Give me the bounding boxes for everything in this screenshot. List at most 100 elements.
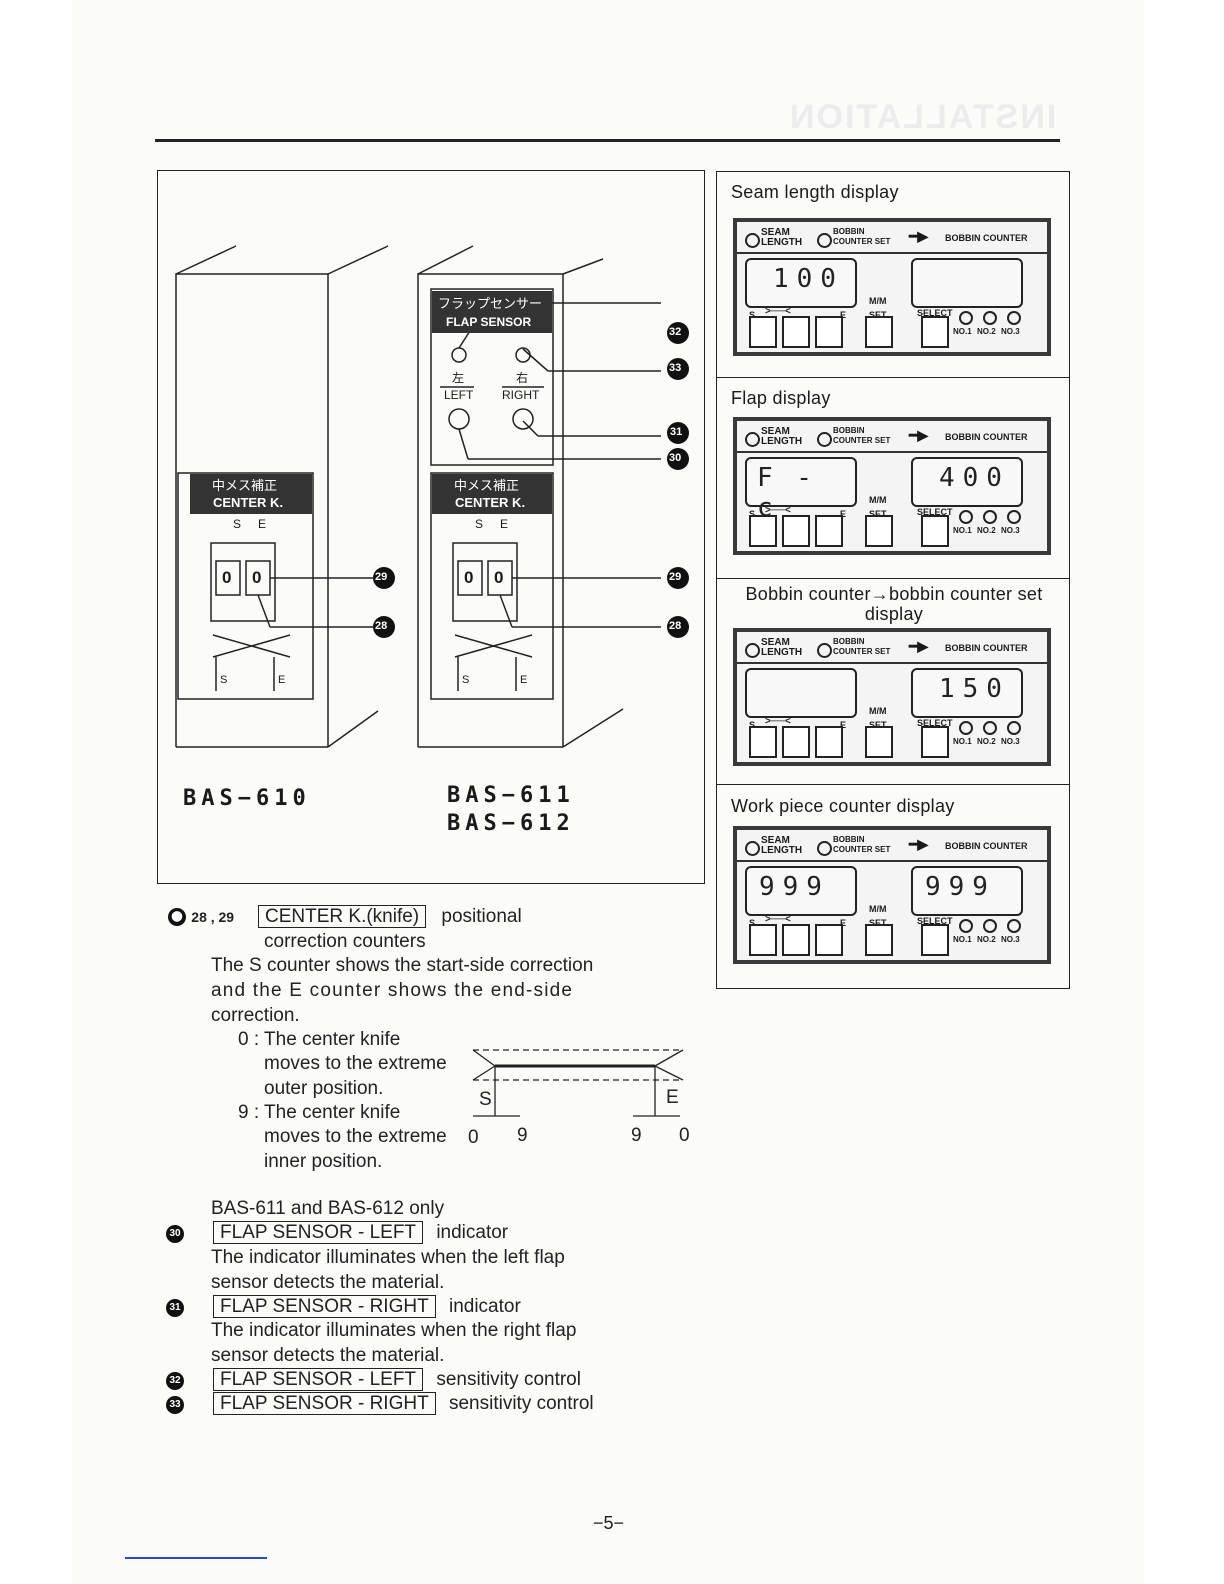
no2-led-icon xyxy=(983,919,997,933)
s-label: S xyxy=(749,310,756,320)
right-jp-label: 右 xyxy=(516,371,529,385)
arrow-right-icon: ━▶ xyxy=(909,638,929,654)
s-counter-value-610[interactable]: 0 xyxy=(222,568,232,587)
counter-set-label: COUNTER SET xyxy=(833,436,891,445)
callout-28-right: 28 xyxy=(669,620,682,632)
s-counter-value-611[interactable]: 0 xyxy=(464,568,474,587)
digit-button-3[interactable] xyxy=(815,316,843,348)
set-button[interactable] xyxy=(865,515,893,547)
set-label: SET xyxy=(869,918,887,928)
right-lcd: 150 xyxy=(911,668,1023,718)
length-label: LENGTH xyxy=(761,237,803,248)
set-button[interactable] xyxy=(865,726,893,758)
bobbin-led-icon xyxy=(817,643,832,658)
left-lcd xyxy=(745,668,857,718)
set-button[interactable] xyxy=(865,316,893,348)
no2-label: NO.2 xyxy=(977,526,996,535)
center-k-jp-label-611: 中メス補正 xyxy=(454,478,520,493)
s-e-range-icon: >──< xyxy=(765,716,791,727)
digit-button-3[interactable] xyxy=(815,924,843,956)
center-k-en-label-611: CENTER K. xyxy=(455,495,526,510)
item-32: 32 xyxy=(166,1369,184,1394)
indicator-text: indicator xyxy=(436,1222,509,1243)
callout-32: 32 xyxy=(669,326,682,338)
select-label: SELECT xyxy=(917,507,953,517)
mm-label: M/M xyxy=(869,904,887,914)
operation-panel: SEAM LENGTH BOBBIN COUNTER SET ━▶ BOBBIN… xyxy=(733,218,1051,356)
left-lcd: F - c xyxy=(745,457,857,523)
digit-button-2[interactable] xyxy=(782,726,810,758)
set-button[interactable] xyxy=(865,924,893,956)
left-jp-label: 左 xyxy=(452,371,465,385)
digit-button-3[interactable] xyxy=(815,726,843,758)
callout-badge-33: 33 xyxy=(166,1395,184,1414)
set-label: SET xyxy=(869,310,887,320)
e-counter-value-610[interactable]: 0 xyxy=(252,568,262,587)
bobbin-label: BOBBIN xyxy=(833,637,865,646)
digit-button-1[interactable] xyxy=(749,316,777,348)
select-button[interactable] xyxy=(921,515,949,547)
flap-sensor-jp-label: フラップセンサー xyxy=(438,296,543,311)
callout-badge-30: 30 xyxy=(166,1224,184,1243)
flap-right-description-1: The indicator illuminates when the right… xyxy=(211,1320,577,1341)
work-piece-counter-display-section: Work piece counter display SEAM LENGTH B… xyxy=(717,784,1069,988)
center-k-en-label-610: CENTER K. xyxy=(213,495,284,510)
page-number: −5− xyxy=(593,1513,625,1533)
no2-label: NO.2 xyxy=(977,737,996,746)
s-label: S xyxy=(749,720,756,730)
seam-length-led-icon xyxy=(745,233,760,248)
digit-button-3[interactable] xyxy=(815,515,843,547)
flap-left-description-2: sensor detects the material. xyxy=(211,1272,445,1293)
operation-panel: SEAM LENGTH BOBBIN COUNTER SET ━▶ BOBBIN… xyxy=(733,628,1051,766)
no1-led-icon xyxy=(959,721,973,735)
mm-label: M/M xyxy=(869,296,887,306)
length-label: LENGTH xyxy=(761,845,803,856)
callout-badge-28-29: ⬤ xyxy=(168,907,186,926)
s-marker-611: S xyxy=(462,674,470,686)
bottom-link-underline[interactable] xyxy=(125,1557,267,1559)
flap-left-sensitivity-line: FLAP SENSOR - LEFT sensitivity control xyxy=(213,1368,581,1393)
seam-length-led-icon xyxy=(745,841,760,856)
s-label: S xyxy=(749,918,756,928)
set-label: SET xyxy=(869,720,887,730)
item-28-29-heading: ⬤ 28 , 29 xyxy=(168,905,234,930)
knife-position-diagram xyxy=(472,1049,684,1117)
digit-button-2[interactable] xyxy=(782,316,810,348)
no3-label: NO.3 xyxy=(1001,737,1020,746)
s-marker-610: S xyxy=(220,674,228,686)
description-line-1: The S counter shows the start-side corre… xyxy=(211,955,594,976)
bobbin-led-icon xyxy=(817,432,832,447)
item-numbers: 28 , 29 xyxy=(191,909,235,925)
s-label-611: S xyxy=(475,517,484,531)
digit-button-1[interactable] xyxy=(749,726,777,758)
select-label: SELECT xyxy=(917,718,953,728)
center-k-title-line: CENTER K.(knife) positional xyxy=(258,905,522,930)
digit-button-2[interactable] xyxy=(782,515,810,547)
seam-label: SEAM xyxy=(761,426,790,437)
digit-button-1[interactable] xyxy=(749,924,777,956)
digit-button-1[interactable] xyxy=(749,515,777,547)
seam-length-led-icon xyxy=(745,643,760,658)
flap-right-sensitivity-line: FLAP SENSOR - RIGHT sensitivity control xyxy=(213,1392,594,1417)
no1-label: NO.1 xyxy=(953,935,972,944)
flap-sensor-right-key: FLAP SENSOR - RIGHT xyxy=(213,1295,436,1318)
e-counter-value-611[interactable]: 0 xyxy=(494,568,504,587)
callout-badge-32: 32 xyxy=(166,1371,184,1390)
s-e-range-icon: >──< xyxy=(765,914,791,925)
no2-led-icon xyxy=(983,510,997,524)
section-title: Seam length display xyxy=(731,182,899,202)
no3-led-icon xyxy=(1007,919,1021,933)
callout-29-right: 29 xyxy=(669,571,682,583)
select-button[interactable] xyxy=(921,726,949,758)
zero-definition-line-3: outer position. xyxy=(264,1078,384,1099)
no1-label: NO.1 xyxy=(953,737,972,746)
seam-length-led-icon xyxy=(745,432,760,447)
select-button[interactable] xyxy=(921,924,949,956)
no3-led-icon xyxy=(1007,510,1021,524)
arrow-right-icon: ━▶ xyxy=(909,228,929,244)
left-lcd-value: 100 xyxy=(773,264,844,294)
digit-button-2[interactable] xyxy=(782,924,810,956)
select-button[interactable] xyxy=(921,316,949,348)
select-label: SELECT xyxy=(917,916,953,926)
counter-set-label: COUNTER SET xyxy=(833,647,891,656)
